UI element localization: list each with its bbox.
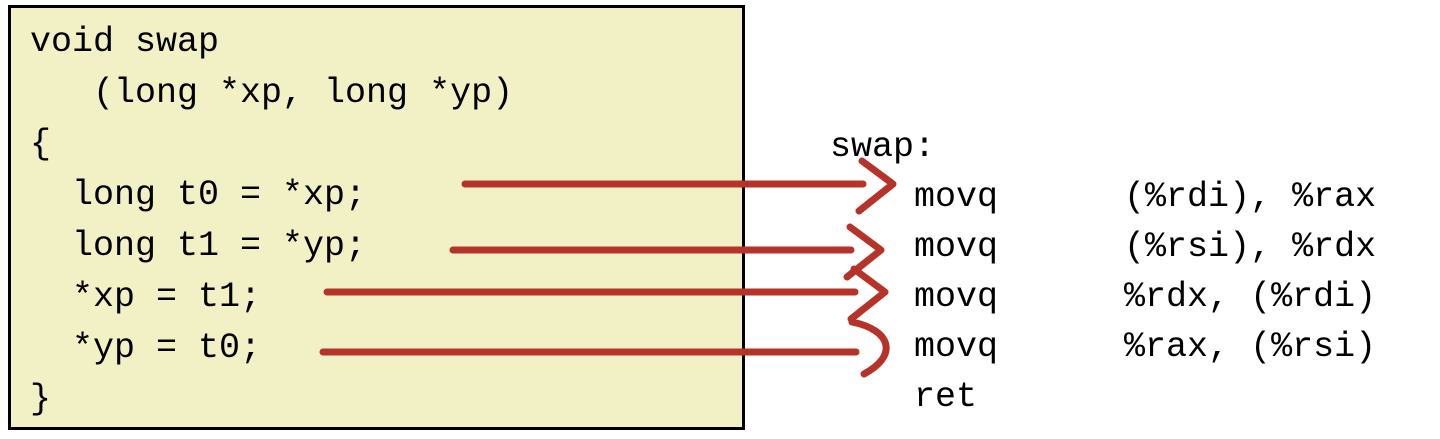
- c-code-line: *yp = t0;: [30, 328, 262, 368]
- c-code-line: long t1 = *yp;: [30, 226, 367, 266]
- c-code-line: void swap: [30, 22, 220, 62]
- c-code-line: *xp = t1;: [30, 277, 262, 317]
- c-code-line: long t0 = *xp;: [30, 175, 367, 215]
- c-source-box: void swap (long *xp, long *yp) { long t0…: [8, 5, 745, 430]
- assembly-instruction-line: movq %rax, (%rsi): [830, 327, 1377, 367]
- c-code-line: }: [30, 379, 52, 419]
- c-code-line: (long *xp, long *yp): [30, 73, 514, 113]
- assembly-label-line: swap:: [830, 127, 936, 167]
- assembly-instruction-line: movq (%rsi), %rdx: [830, 227, 1377, 267]
- assembly-instruction-line: movq %rdx, (%rdi): [830, 277, 1377, 317]
- assembly-listing: swap: movq (%rdi), %rax movq (%rsi), %rd…: [830, 122, 1376, 422]
- assembly-instruction-line: ret: [830, 377, 978, 417]
- c-code-line: {: [30, 124, 52, 164]
- assembly-instruction-line: movq (%rdi), %rax: [830, 177, 1377, 217]
